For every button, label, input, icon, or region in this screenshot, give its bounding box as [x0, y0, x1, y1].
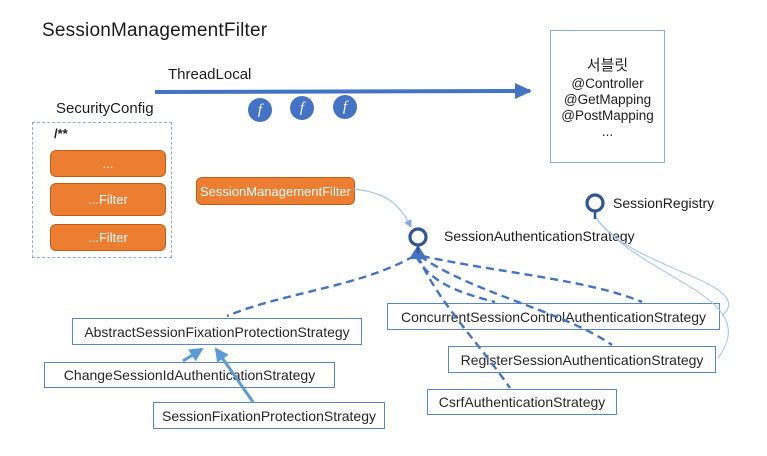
securityconfig-label: SecurityConfig: [56, 100, 154, 117]
session-registry-label: SessionRegistry: [613, 195, 715, 211]
class-name: ChangeSessionIdAuthenticationStrategy: [63, 367, 316, 383]
filter-chip-label: ...: [102, 156, 114, 171]
class-name: RegisterSessionAuthenticationStrategy: [460, 351, 704, 368]
dashed-arrow-abstract-to-strategy: [226, 254, 415, 318]
page-title: SessionManagementFilter: [42, 20, 268, 41]
interface-lollipop-session-registry: [585, 193, 605, 213]
filter-chain-icon: f: [290, 96, 314, 120]
filter-letter: f: [257, 101, 263, 118]
filter-chip: ...Filter: [50, 183, 166, 216]
dashed-arrow-register-to-strategy: [419, 255, 613, 346]
servlet-annotation: @PostMapping: [561, 108, 654, 123]
servlet-annotation: @Controller: [571, 76, 644, 91]
class-name: AbstractSessionFixationProtectionStrateg…: [84, 323, 350, 340]
inherit-arrow-change-session-id: [182, 347, 204, 363]
servlet-title: 서블릿: [586, 57, 629, 74]
filter-chip: ...Filter: [50, 224, 166, 251]
class-name: CsrfAuthenticationStrategy: [438, 394, 606, 410]
threadlocal-arrow: [154, 83, 532, 100]
class-box-register-session: RegisterSessionAuthenticationStrategy: [448, 346, 716, 373]
filter-chain-icon: f: [333, 95, 357, 119]
servlet-annotation: ...: [601, 124, 614, 139]
servlet-box: 서블릿 @Controller @GetMapping @PostMapping…: [550, 30, 665, 163]
threadlocal-label: ThreadLocal: [168, 66, 252, 83]
filter-letter: f: [299, 99, 305, 116]
uses-connector-smf-to-strategy: [353, 188, 412, 228]
class-name: ConcurrentSessionControlAuthenticationSt…: [400, 308, 707, 325]
dashed-arrow-concurrent2-to-strategy: [421, 254, 643, 304]
filter-chip-label: ...Filter: [88, 192, 128, 207]
session-authentication-strategy-label: SessionAuthenticationStrategy: [444, 228, 635, 244]
dashed-arrow-concurrent-to-strategy: [414, 255, 496, 304]
class-box-abstract-session-fixation: AbstractSessionFixationProtectionStrateg…: [72, 318, 362, 345]
filter-letter: f: [342, 98, 348, 115]
session-management-filter-chip: SessionManagementFilter: [196, 177, 355, 205]
class-box-change-session-id: ChangeSessionIdAuthenticationStrategy: [44, 362, 335, 388]
class-box-session-fixation: SessionFixationProtectionStrategy: [153, 402, 385, 429]
interface-lollipop-session-authentication-strategy: [408, 227, 428, 247]
session-management-filter-label: SessionManagementFilter: [199, 183, 352, 199]
filter-chain-icon: f: [248, 98, 272, 122]
class-name: SessionFixationProtectionStrategy: [162, 407, 376, 424]
dependency-arrowhead: [409, 245, 427, 259]
class-box-csrf: CsrfAuthenticationStrategy: [427, 389, 617, 415]
servlet-annotation: @GetMapping: [563, 92, 652, 107]
url-pattern: /**: [54, 126, 68, 141]
filter-chip-label: ...Filter: [88, 230, 128, 245]
filter-chip: ...: [50, 150, 166, 177]
class-box-concurrent-session-control: ConcurrentSessionControlAuthenticationSt…: [387, 303, 720, 330]
